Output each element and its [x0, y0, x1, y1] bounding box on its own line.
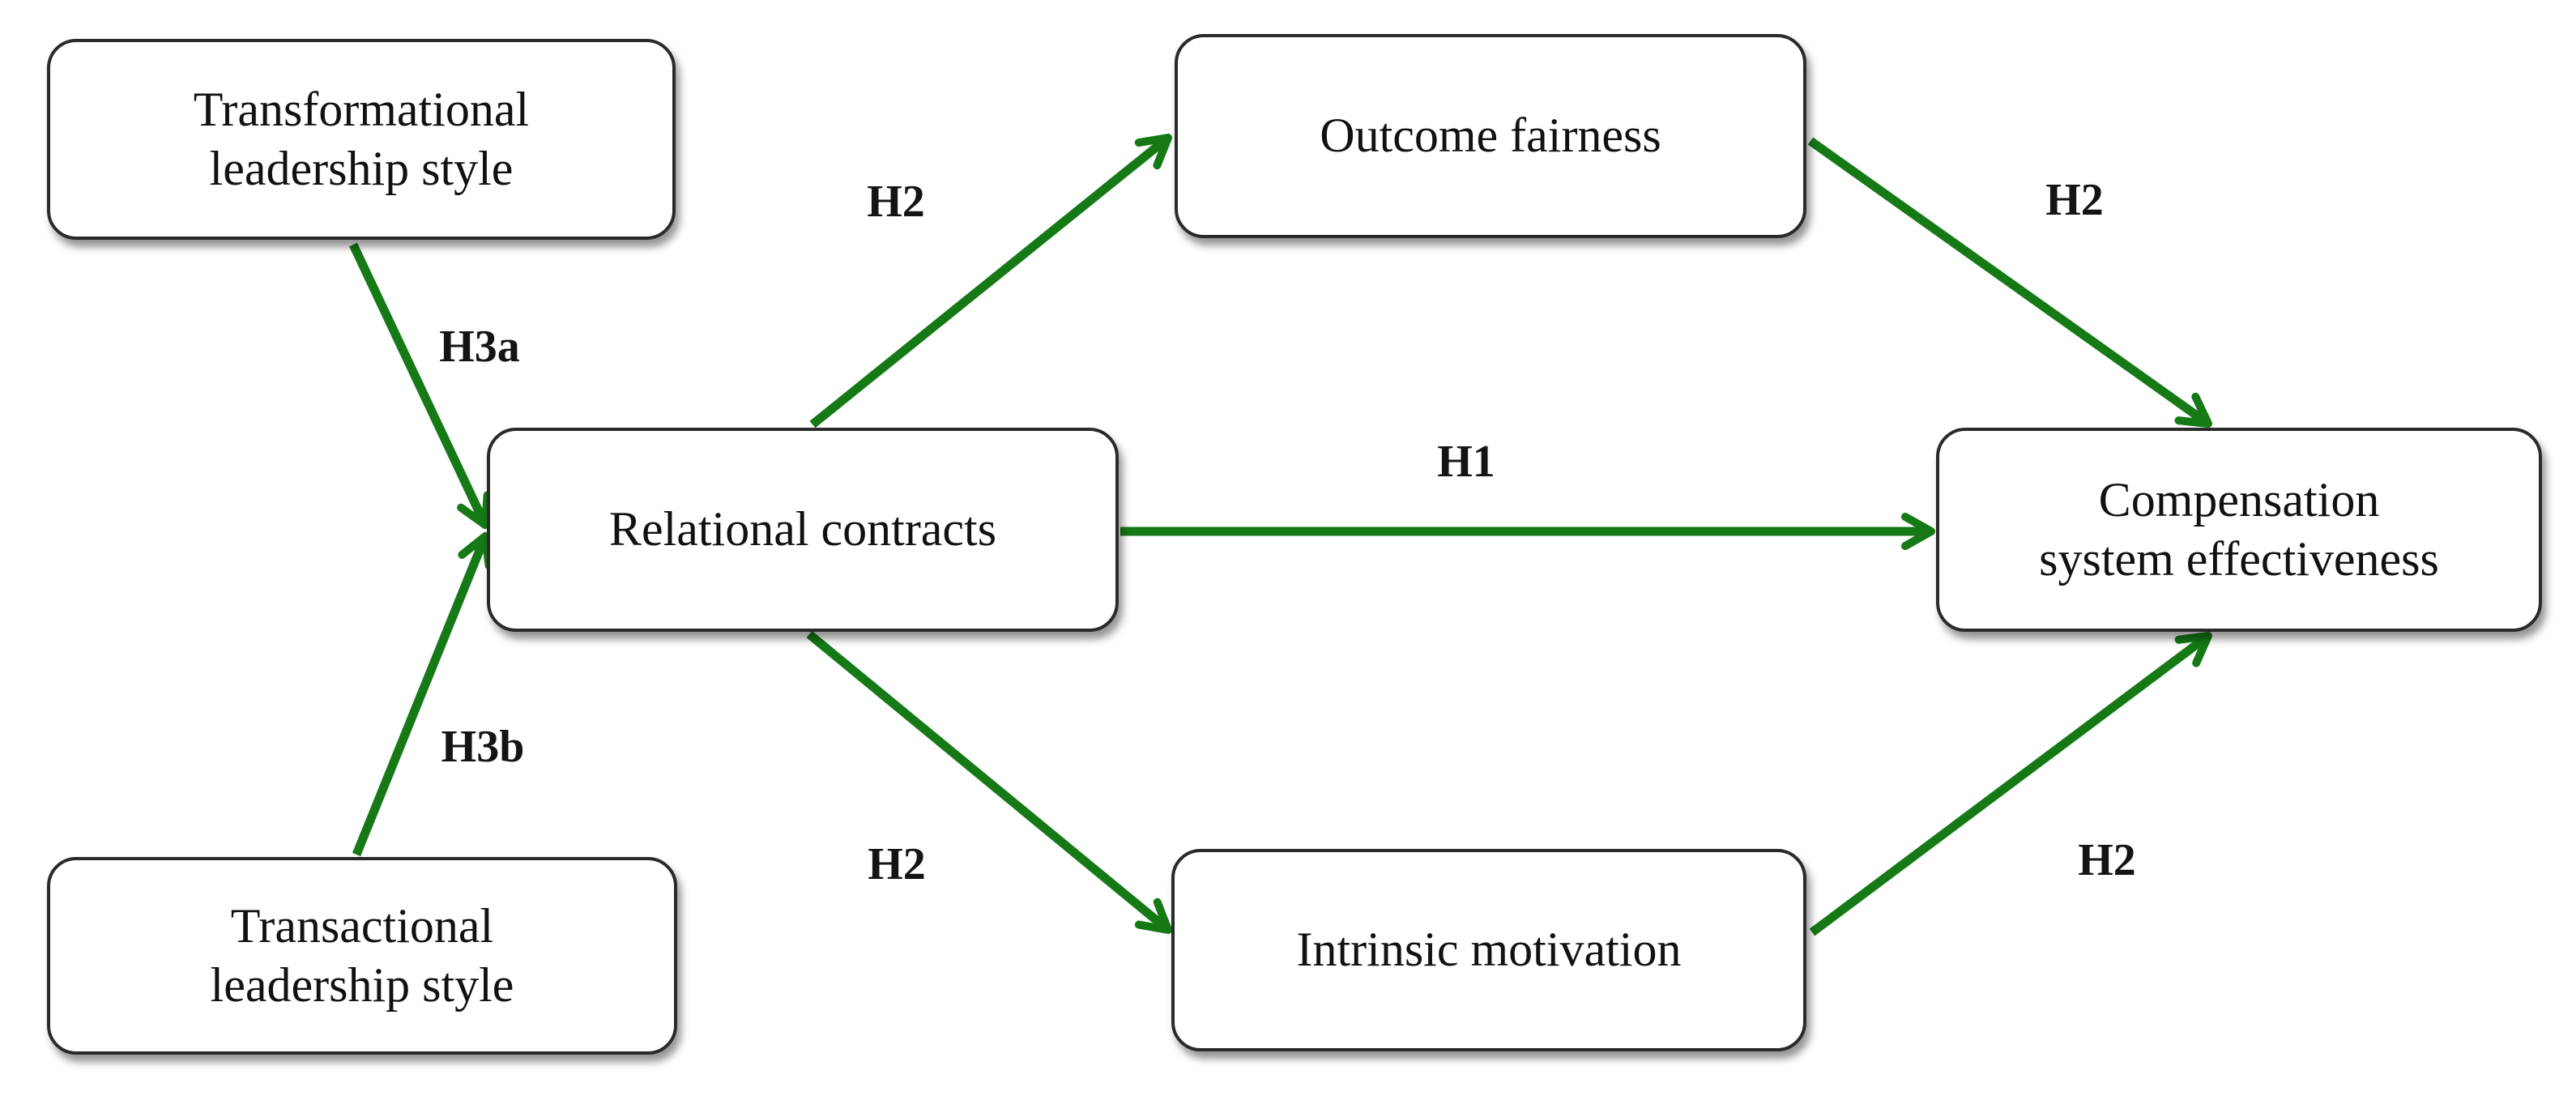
- edge-label-h1: H1: [1437, 437, 1495, 487]
- edge-label-h2-relational-outcome: H2: [867, 177, 925, 227]
- edge-label-h3a: H3a: [439, 322, 520, 372]
- node-label-line: leadership style: [209, 142, 514, 195]
- arrow-intrinsic-to-compensation: [1809, 632, 2212, 936]
- node-label-line: Transformational: [193, 82, 530, 136]
- node-label-line: system effectiveness: [2039, 532, 2439, 586]
- node-relational-contracts: Relational contracts: [487, 428, 1119, 632]
- node-label-line: leadership style: [210, 958, 514, 1012]
- node-label-line: Compensation: [2098, 472, 2380, 527]
- arrow-transformational-to-relational: [349, 242, 492, 529]
- node-label-line: Intrinsic motivation: [1296, 923, 1682, 977]
- arrow-outcome-to-compensation: [1807, 137, 2212, 428]
- node-label-line: Outcome fairness: [1320, 109, 1661, 163]
- node-label-line: Transactional: [230, 898, 494, 953]
- arrow-transactional-to-relational: [352, 532, 493, 857]
- edge-label-h2-outcome-compensation: H2: [2045, 175, 2104, 225]
- arrow-relational-to-outcome: [809, 134, 1172, 428]
- node-label-line: Relational contracts: [608, 502, 997, 556]
- node-compensation-system-effectiveness: Compensation system effectiveness: [1936, 428, 2542, 632]
- node-outcome-fairness: Outcome fairness: [1175, 34, 1806, 238]
- node-transformational-leadership: Transformational leadership style: [47, 39, 676, 240]
- node-intrinsic-motivation: Intrinsic motivation: [1171, 849, 1806, 1051]
- edge-label-h2-intrinsic-compensation: H2: [2078, 835, 2136, 885]
- arrow-relational-to-intrinsic: [806, 630, 1172, 934]
- node-transactional-leadership: Transactional leadership style: [47, 857, 677, 1055]
- edge-label-h2-relational-intrinsic: H2: [868, 839, 926, 889]
- edge-label-h3b: H3b: [441, 722, 525, 772]
